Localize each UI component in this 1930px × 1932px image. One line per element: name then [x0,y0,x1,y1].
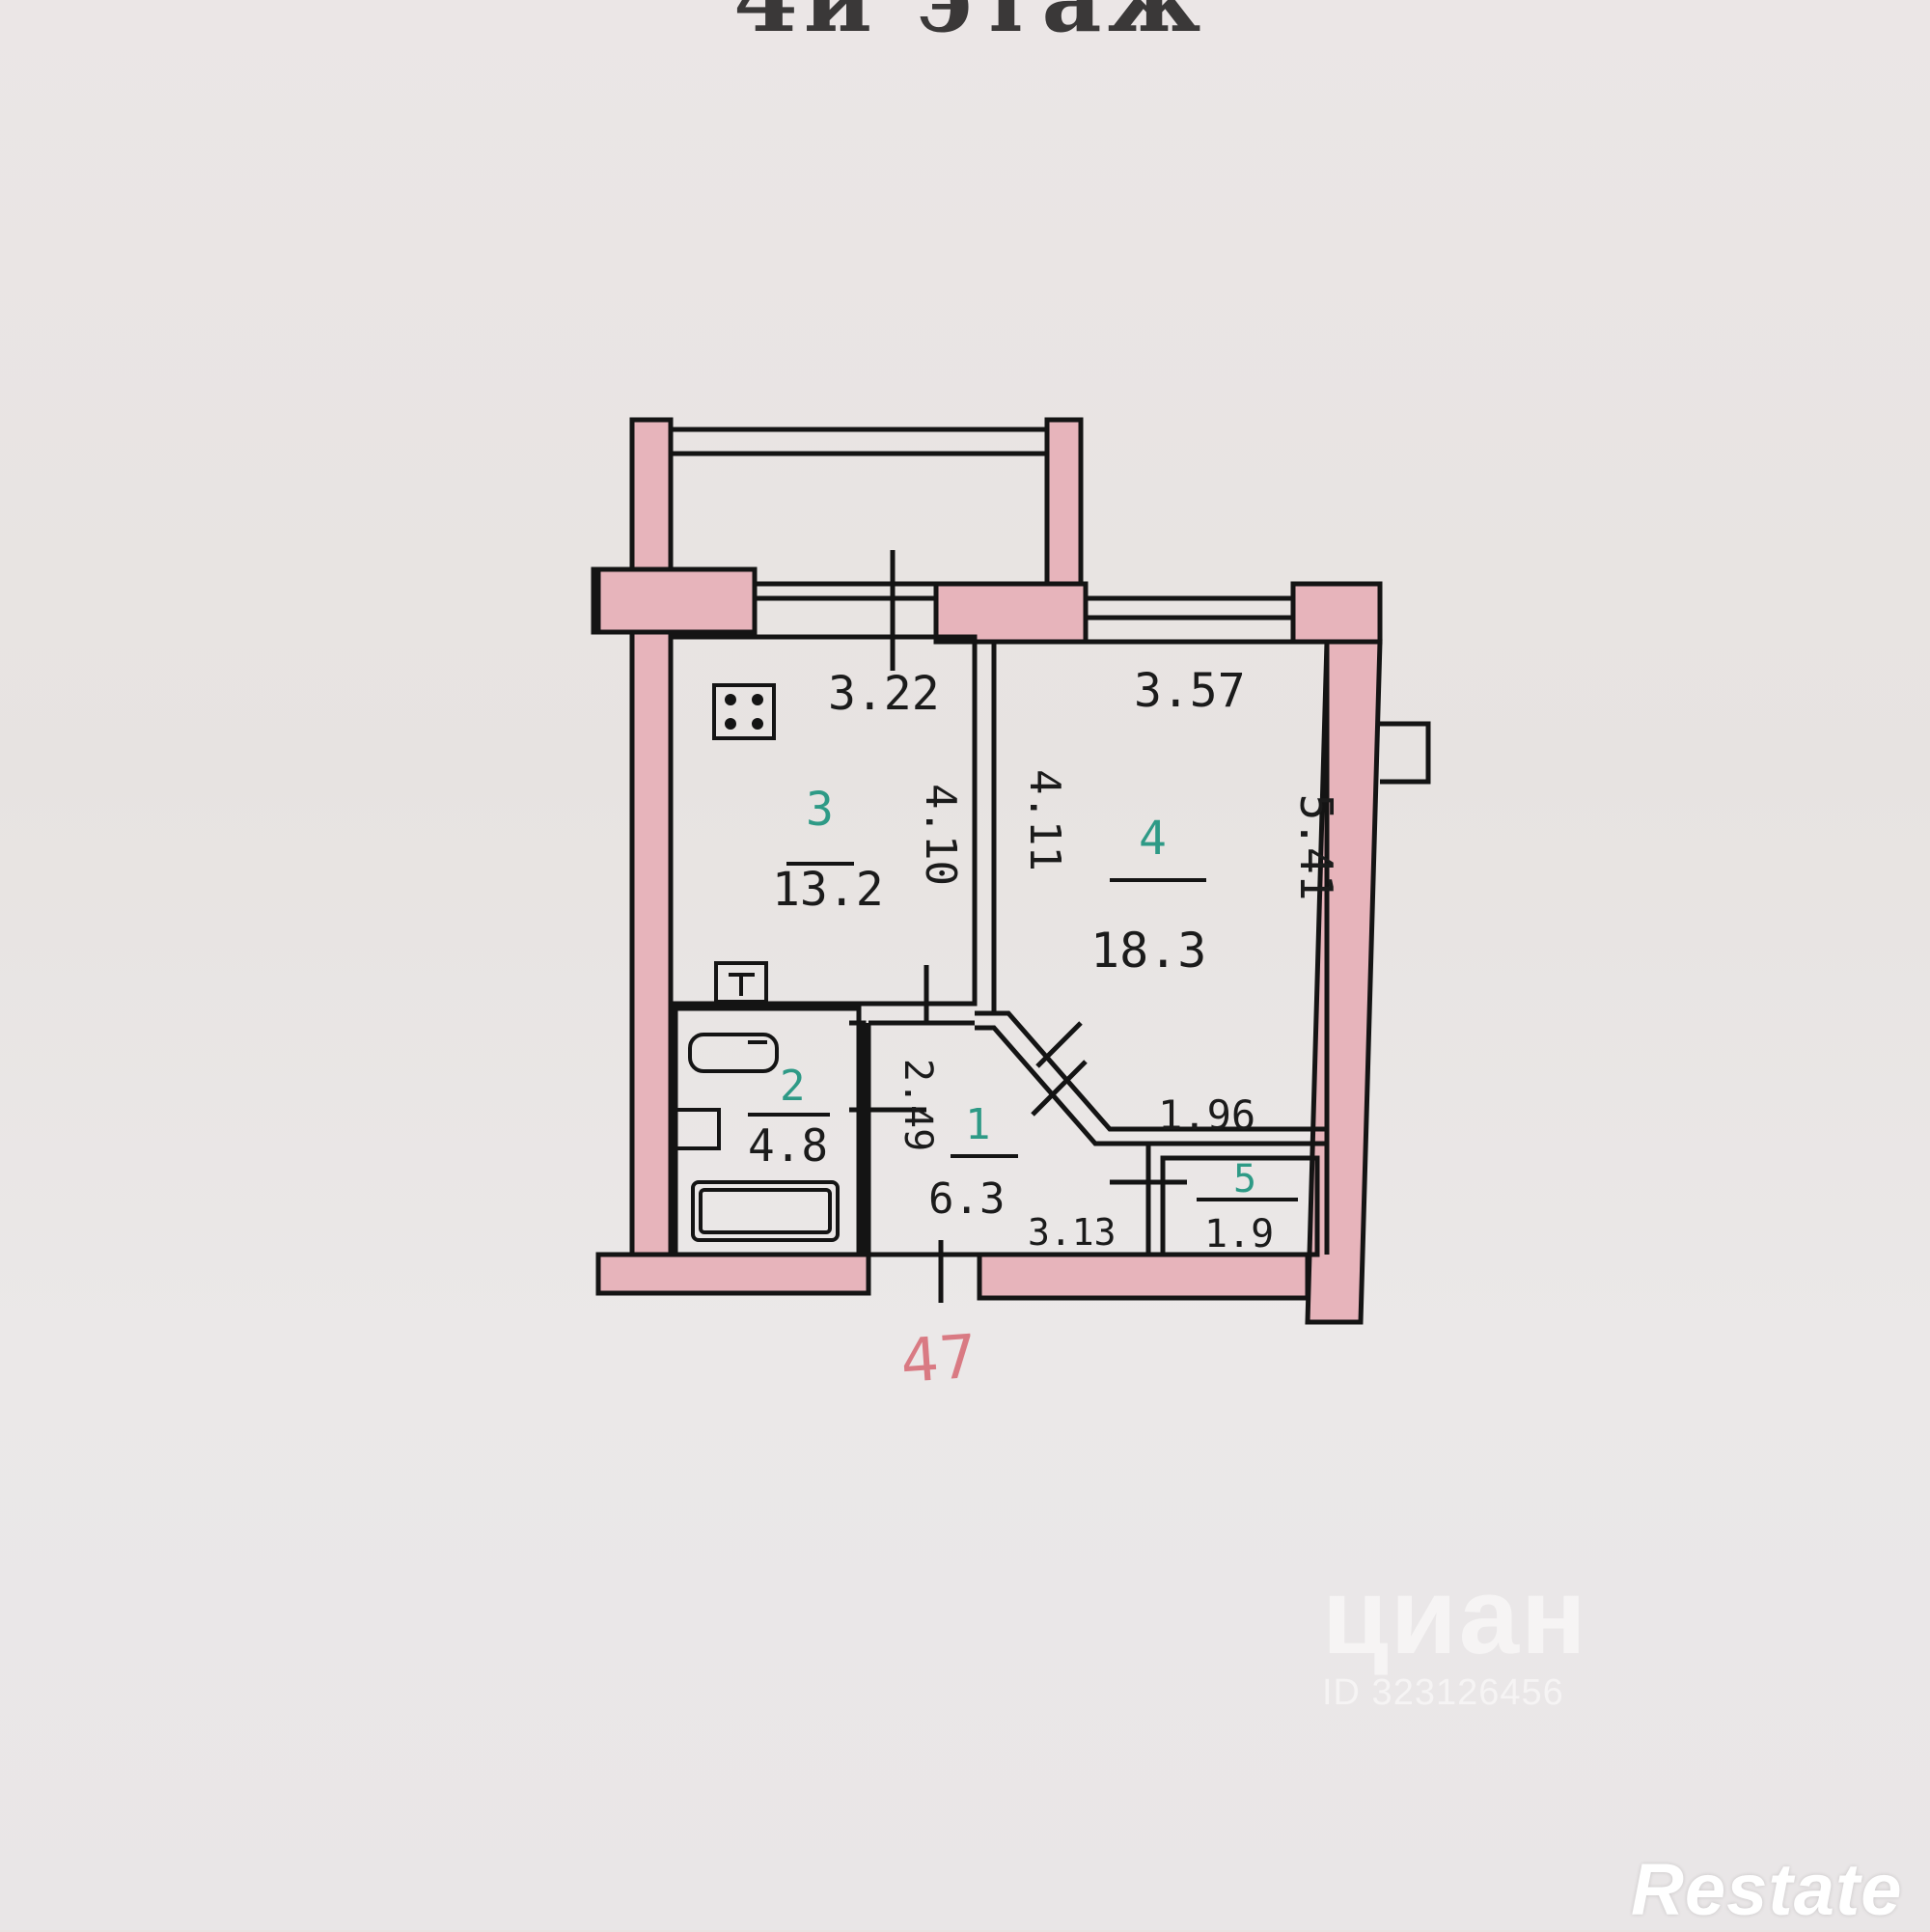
bathroom-outline [673,1006,862,1257]
cian-id: ID 323126456 [1322,1672,1564,1713]
room-number-2: 2 [780,1062,806,1111]
cian-watermark: циан ID 323126456 [1322,1554,1588,1714]
toilet-icon [674,1108,721,1150]
closet-outline [1160,1155,1320,1257]
dim-room-depth-right: 5.41 [1290,794,1342,901]
room-area-2: 4.8 [748,1119,828,1172]
room-area-5: 1.9 [1204,1212,1274,1256]
cabinet-icon [714,961,768,1004]
dim-hall-width: 3.13 [1028,1211,1117,1254]
corridor-diagonal [975,1010,1327,1132]
hall-outline [866,1020,1153,1257]
restate-logo: Restate [1631,1849,1903,1931]
room-number-5: 5 [1233,1157,1256,1201]
balcony-right-post [1044,417,1084,587]
stove-icon [712,683,776,740]
total-area: 47 [898,1321,979,1396]
balcony-left-post [629,417,674,587]
kitchen-outline [671,634,978,1007]
floor-label: 4й этаж [733,0,1207,53]
room-area-4: 18.3 [1090,923,1206,979]
left-outer-wall [629,629,674,1257]
sink-icon [688,1033,779,1073]
cian-logo-text: циан [1322,1556,1588,1676]
dim-hall-diag: 1.96 [1158,1091,1255,1139]
room-number-3: 3 [806,783,834,837]
dim-bath-width: 2.49 [896,1059,940,1151]
interior-walls [595,569,1431,1303]
top-wall-right [1290,581,1383,645]
fixtures [674,683,840,1242]
bottom-wall-right [977,1252,1310,1301]
top-wall-left [591,566,758,635]
dim-kitchen-depth: 4.10 [916,784,965,886]
room-number-1: 1 [965,1100,991,1149]
dim-room-width: 3.57 [1134,664,1246,718]
door-mark [1031,1021,1088,1117]
top-wall-middle [933,581,1089,645]
room-number-4: 4 [1139,812,1167,866]
room-area-3: 13.2 [772,863,884,917]
balcony [671,427,1293,671]
room-area-1: 6.3 [928,1174,1005,1224]
bathtub-icon [691,1180,840,1242]
dim-room-depth-left: 4.11 [1020,769,1069,871]
dim-kitchen-width: 3.22 [828,667,940,721]
fraction-bars [748,862,1298,1201]
bottom-wall-left [595,1252,871,1296]
